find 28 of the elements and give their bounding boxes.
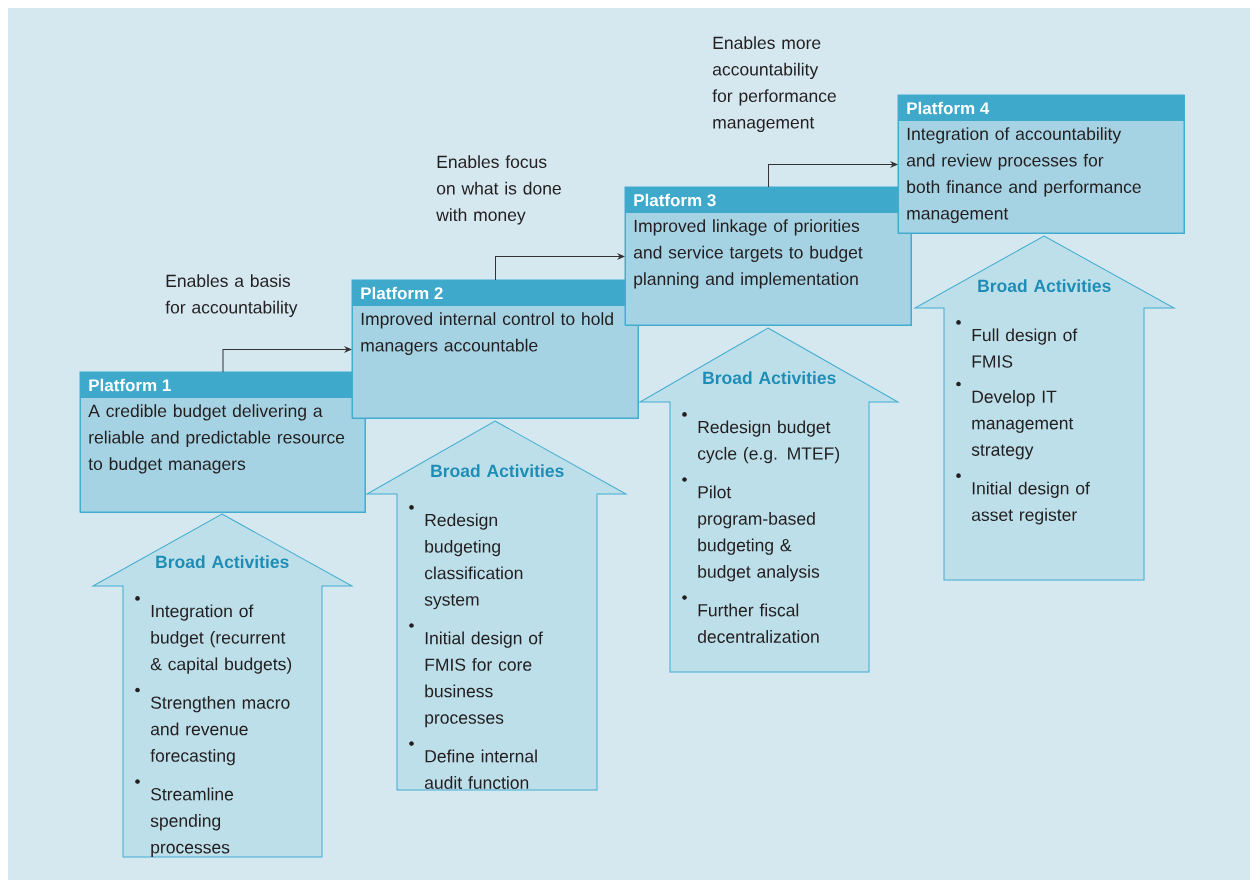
bullet-item: Full design of FMIS	[956, 320, 1078, 368]
activity-block	[366, 420, 627, 791]
activity-block	[92, 513, 353, 858]
bullet-item: Pilot program-based budgeting & budget analysis	[682, 477, 820, 582]
heading: Broad Activities	[156, 555, 289, 569]
bullet-item: Redesign budgeting classification system	[409, 505, 523, 610]
heading: Broad Activities	[703, 371, 836, 385]
bullet-item: Initial design of asset register	[956, 473, 1090, 525]
platform-box: Platform 4 Integration of accountability and review processes for both finance and performance management	[897, 94, 1185, 234]
bullet-item: Integration of budget (recurrent & capital budgets)	[135, 596, 292, 674]
activity-block	[914, 235, 1175, 581]
bullet-item: Initial design of FMIS for core business processes	[409, 623, 543, 728]
heading: Broad Activities	[978, 279, 1111, 293]
edge-label: Enables a basis for accountability	[165, 274, 298, 317]
bullet-item: Redesign budget cycle (e.g. MTEF)	[682, 412, 840, 464]
bullet-item: Strengthen macro and revenue forecasting	[135, 687, 290, 766]
bullet-item: Streamline spending processes	[135, 779, 234, 857]
heading: Broad Activities	[431, 464, 564, 478]
platform-box: Platform 1 A credible budget delivering a reliable and predictable resource to budget managers	[79, 371, 366, 513]
bullet-item: Define internal audit function	[409, 741, 537, 789]
edge-label: Enables focus on what is done with money	[436, 155, 561, 225]
connector-arrow	[222, 346, 352, 373]
connector-arrow	[768, 161, 898, 188]
edge-label: Enables more accountability for performance management	[712, 36, 836, 132]
bullet-item: Develop IT management strategy	[956, 381, 1074, 460]
activity-block	[639, 327, 899, 673]
bullet-item: Further fiscal decentralization	[682, 595, 819, 643]
connector-arrow	[495, 253, 625, 281]
